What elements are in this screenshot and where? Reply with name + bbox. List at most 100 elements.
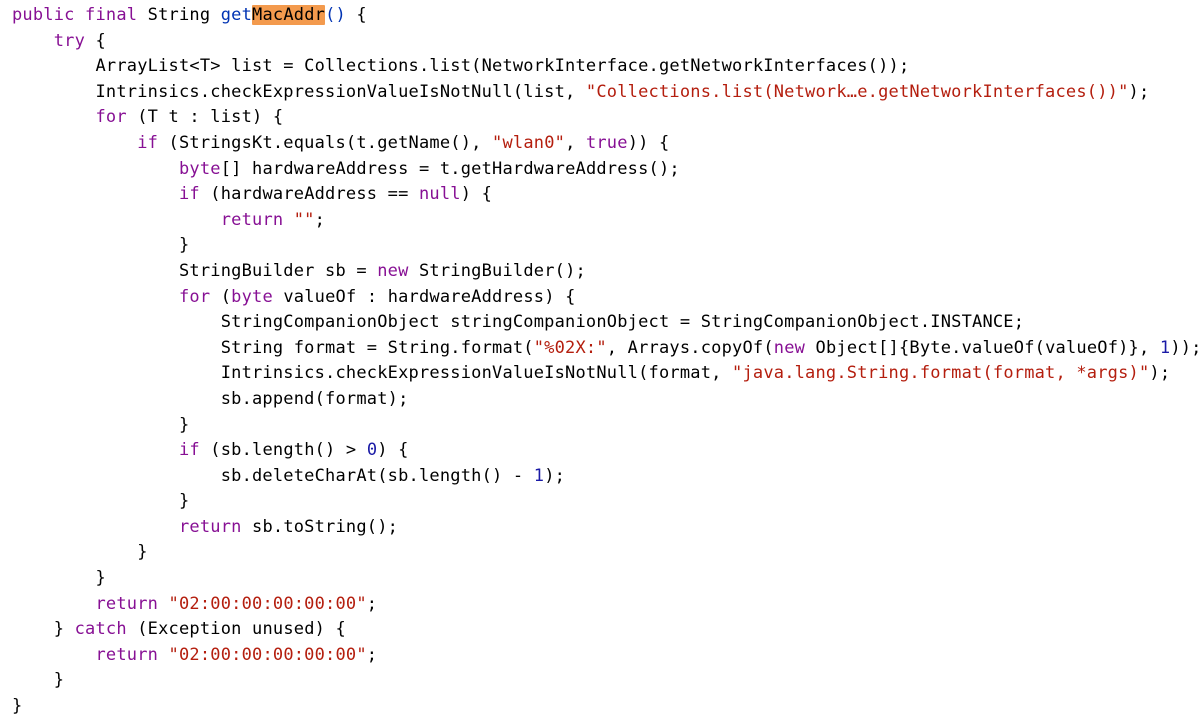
code-line: return ""; (12, 208, 1199, 234)
code-token: ( (210, 286, 232, 307)
code-token: catch (74, 619, 127, 640)
code-token: sb.deleteCharAt(sb.length() - (12, 465, 534, 486)
code-token: ; (314, 209, 326, 230)
code-token: Intrinsics.checkExpressionValueIsNotNull… (12, 81, 586, 102)
code-line: String format = String.format("%02X:", A… (12, 336, 1199, 362)
code-token: } (12, 619, 75, 640)
code-token (12, 645, 95, 665)
code-token: } (12, 696, 23, 717)
code-token: (hardwareAddress == (199, 184, 419, 205)
code-line: } (12, 566, 1199, 592)
code-token: (StringsKt.equals(t.getName(), (158, 132, 493, 153)
code-line: return "02:00:00:00:00:00"; (12, 643, 1199, 669)
code-line: public final String getMacAddr() { (12, 3, 1199, 29)
code-token: "java.lang.String.format(format, *args)" (732, 363, 1150, 384)
code-token: ); (544, 465, 566, 486)
code-token: "02:00:00:00:00:00" (168, 644, 367, 665)
code-token: return (220, 209, 284, 230)
code-token: (T t : list) { (126, 107, 284, 128)
code-token (283, 210, 293, 230)
code-line: Intrinsics.checkExpressionValueIsNotNull… (12, 80, 1199, 106)
code-token: String format = String.format( (12, 337, 534, 358)
code-line: } (12, 233, 1199, 259)
code-token: byte (231, 286, 273, 307)
code-token: try (53, 30, 86, 51)
code-line: byte[] hardwareAddress = t.getHardwareAd… (12, 157, 1199, 183)
code-token (12, 184, 179, 204)
code-token: new (377, 260, 409, 281)
code-token: ); (1149, 363, 1171, 384)
code-line: StringCompanionObject stringCompanionObj… (12, 310, 1199, 336)
code-token: } (12, 491, 190, 512)
code-token: , (565, 132, 586, 153)
code-token: { (85, 30, 106, 51)
code-token: StringCompanionObject stringCompanionObj… (12, 312, 1025, 333)
code-line: try { (12, 29, 1199, 55)
code-token: 1 (1159, 337, 1171, 358)
code-token: ) { (377, 440, 409, 461)
code-token: { (345, 5, 367, 25)
code-token: ) { (460, 184, 493, 205)
code-line: return "02:00:00:00:00:00"; (12, 592, 1199, 618)
code-token: String (137, 5, 221, 25)
code-token: StringBuilder(); (408, 260, 586, 281)
code-line: sb.deleteCharAt(sb.length() - 1); (12, 464, 1199, 490)
code-token: for (178, 286, 211, 307)
code-token: for (95, 107, 127, 128)
code-token: [] hardwareAddress = t.getHardwareAddres… (220, 158, 680, 179)
code-line: } (12, 489, 1199, 515)
code-token: sb.append(format); (12, 388, 409, 409)
code-token: Object[]{Byte.valueOf(valueOf)}, (805, 337, 1160, 358)
code-token: (Exception unused) { (126, 619, 346, 640)
code-token: byte (178, 158, 221, 179)
code-line: return sb.toString(); (12, 515, 1199, 541)
code-line: if (hardwareAddress == null) { (12, 182, 1199, 208)
code-token: Intrinsics.checkExpressionValueIsNotNull… (12, 363, 733, 384)
code-token: "%02X:" (533, 337, 607, 358)
code-token: 0 (366, 440, 378, 461)
code-line: } (12, 668, 1199, 694)
code-token: , Arrays.copyOf( (606, 337, 774, 358)
code-line: if (StringsKt.equals(t.getName(), "wlan0… (12, 131, 1199, 157)
code-token: get (220, 5, 253, 25)
code-line: for (T t : list) { (12, 105, 1199, 131)
code-line: } catch (Exception unused) { (12, 617, 1199, 643)
code-token (158, 645, 168, 665)
code-token (12, 594, 95, 614)
code-token: } (12, 542, 148, 563)
code-token: return (178, 516, 242, 537)
code-token: "Collections.list(Network…e.getNetworkIn… (585, 81, 1129, 102)
code-token: sb.toString(); (241, 516, 399, 537)
code-token: "wlan0" (492, 132, 566, 153)
code-token: } (12, 414, 190, 435)
code-token (12, 440, 179, 460)
code-token: ; (366, 593, 378, 614)
code-token: } (12, 568, 106, 589)
code-token: )); (1170, 337, 1199, 358)
code-token: if (178, 184, 200, 205)
code-token: new (773, 337, 806, 358)
code-token (12, 133, 137, 153)
code-token: } (12, 670, 65, 691)
code-editor[interactable]: public final String getMacAddr() { try {… (12, 3, 1199, 720)
code-token: null (418, 184, 461, 205)
code-line: sb.append(format); (12, 387, 1199, 413)
code-token: public final (12, 5, 138, 25)
code-line: } (12, 413, 1199, 439)
code-token (12, 159, 179, 179)
code-token: if (137, 132, 159, 153)
code-line: Intrinsics.checkExpressionValueIsNotNull… (12, 361, 1199, 387)
code-token: ; (366, 644, 378, 665)
code-token: true (585, 132, 628, 153)
code-token: )) { (627, 132, 670, 153)
code-token: valueOf : hardwareAddress) { (272, 286, 576, 307)
code-token: } (12, 235, 190, 256)
code-token: "" (293, 209, 315, 230)
code-line: if (sb.length() > 0) { (12, 438, 1199, 464)
code-token (12, 210, 221, 230)
code-token (12, 517, 179, 537)
code-line: } (12, 540, 1199, 566)
code-token: if (178, 440, 200, 461)
code-token: "02:00:00:00:00:00" (168, 593, 367, 614)
code-token: ); (1128, 81, 1150, 102)
